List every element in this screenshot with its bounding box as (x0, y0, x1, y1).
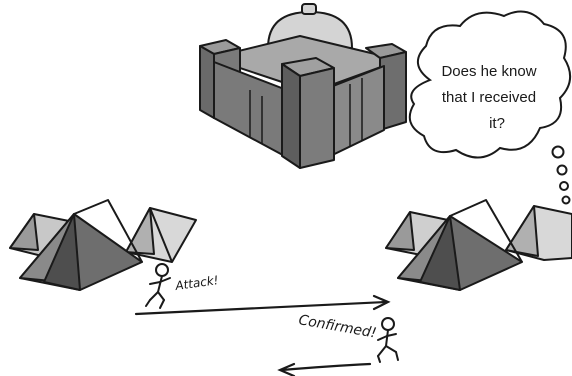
thought-dot-3 (559, 181, 569, 191)
thought-line-2: that I received (442, 89, 536, 106)
tent-right-right (505, 205, 572, 261)
messenger-confirm-head (381, 317, 395, 331)
arrow-left (277, 362, 372, 376)
messenger-confirm (377, 317, 399, 363)
thought-bubble (408, 10, 571, 205)
confirmed-label: Confirmed! (297, 312, 377, 341)
tent-right-main (397, 199, 523, 291)
messenger-attack (145, 263, 171, 309)
thought-line-3: it? (489, 115, 505, 132)
thought-line-1: Does he know (441, 63, 536, 80)
thought-dot-4 (561, 195, 571, 205)
right-camp (385, 199, 572, 291)
thought-cloud (408, 10, 571, 159)
thought-dot-2 (556, 164, 568, 176)
left-camp (9, 199, 197, 291)
tent-left-main (19, 199, 143, 291)
thought-dot-1 (551, 145, 565, 159)
attack-label: Attack! (173, 273, 219, 293)
fortress (199, 3, 407, 169)
arrow-right (134, 294, 391, 316)
messenger-attack-head (155, 263, 169, 277)
tent-left-right (125, 207, 197, 263)
